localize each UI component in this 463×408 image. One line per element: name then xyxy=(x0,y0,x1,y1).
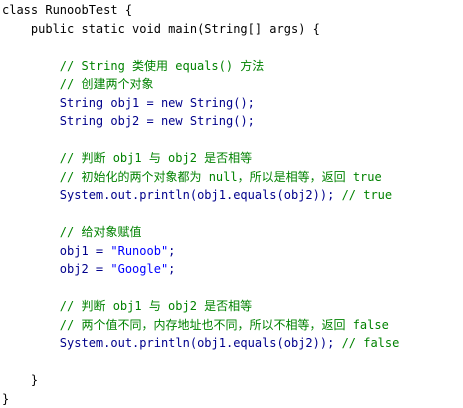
code-line: String obj2 = new String(); xyxy=(2,112,463,131)
code-token: ; xyxy=(168,262,175,276)
code-line: System.out.println(obj1.equals(obj2)); /… xyxy=(2,334,463,353)
code-token: new xyxy=(161,114,183,128)
code-comment: // true xyxy=(342,188,393,202)
code-token: obj2 = xyxy=(2,262,110,276)
code-line: System.out.println(obj1.equals(obj2)); /… xyxy=(2,186,463,205)
code-line: } xyxy=(2,371,463,390)
code-token: String obj1 = xyxy=(2,96,161,110)
code-line: } xyxy=(2,390,463,408)
code-line: // String 类使用 equals() 方法 xyxy=(2,57,463,76)
code-line: public static void main(String[] args) { xyxy=(2,20,463,39)
code-line: obj1 = "Runoob"; xyxy=(2,242,463,261)
code-comment: // 两个值不同，内存地址也不同，所以不相等，返回 false xyxy=(2,318,389,332)
code-string: "Runoob" xyxy=(110,244,168,258)
code-string: "Google" xyxy=(110,262,168,276)
code-comment: // 给对象赋值 xyxy=(2,225,141,239)
code-comment: // false xyxy=(342,336,400,350)
code-line: // 初始化的两个对象都为 null，所以是相等，返回 true xyxy=(2,168,463,187)
code-token: public static void main(String[] args) { xyxy=(2,22,320,36)
code-token: } xyxy=(2,392,9,406)
code-token: System.out.println(obj1.equals(obj2)); xyxy=(2,188,342,202)
code-line: String obj1 = new String(); xyxy=(2,94,463,113)
code-comment: // 初始化的两个对象都为 null，所以是相等，返回 true xyxy=(2,170,382,184)
code-line: // 判断 obj1 与 obj2 是否相等 xyxy=(2,297,463,316)
code-comment: // 判断 obj1 与 obj2 是否相等 xyxy=(2,151,252,165)
code-token: obj1 = xyxy=(2,244,110,258)
code-comment: // 判断 obj1 与 obj2 是否相等 xyxy=(2,299,252,313)
code-line: // 两个值不同，内存地址也不同，所以不相等，返回 false xyxy=(2,316,463,335)
code-line: obj2 = "Google"; xyxy=(2,260,463,279)
code-line xyxy=(2,353,463,372)
code-comment: // 创建两个对象 xyxy=(2,77,153,91)
code-line xyxy=(2,205,463,224)
code-line: // 创建两个对象 xyxy=(2,75,463,94)
code-token: String(); xyxy=(183,114,255,128)
code-line: // 判断 obj1 与 obj2 是否相等 xyxy=(2,149,463,168)
code-token: String obj2 = xyxy=(2,114,161,128)
code-token: } xyxy=(2,373,38,387)
code-token: new xyxy=(161,96,183,110)
code-token: class RunoobTest { xyxy=(2,3,132,17)
code-comment: // String 类使用 equals() 方法 xyxy=(2,59,264,73)
code-line xyxy=(2,38,463,57)
code-line xyxy=(2,279,463,298)
code-line: class RunoobTest { xyxy=(2,1,463,20)
code-token: System.out.println(obj1.equals(obj2)); xyxy=(2,336,342,350)
code-line xyxy=(2,131,463,150)
code-line: // 给对象赋值 xyxy=(2,223,463,242)
code-token: String(); xyxy=(183,96,255,110)
code-token: ; xyxy=(168,244,175,258)
